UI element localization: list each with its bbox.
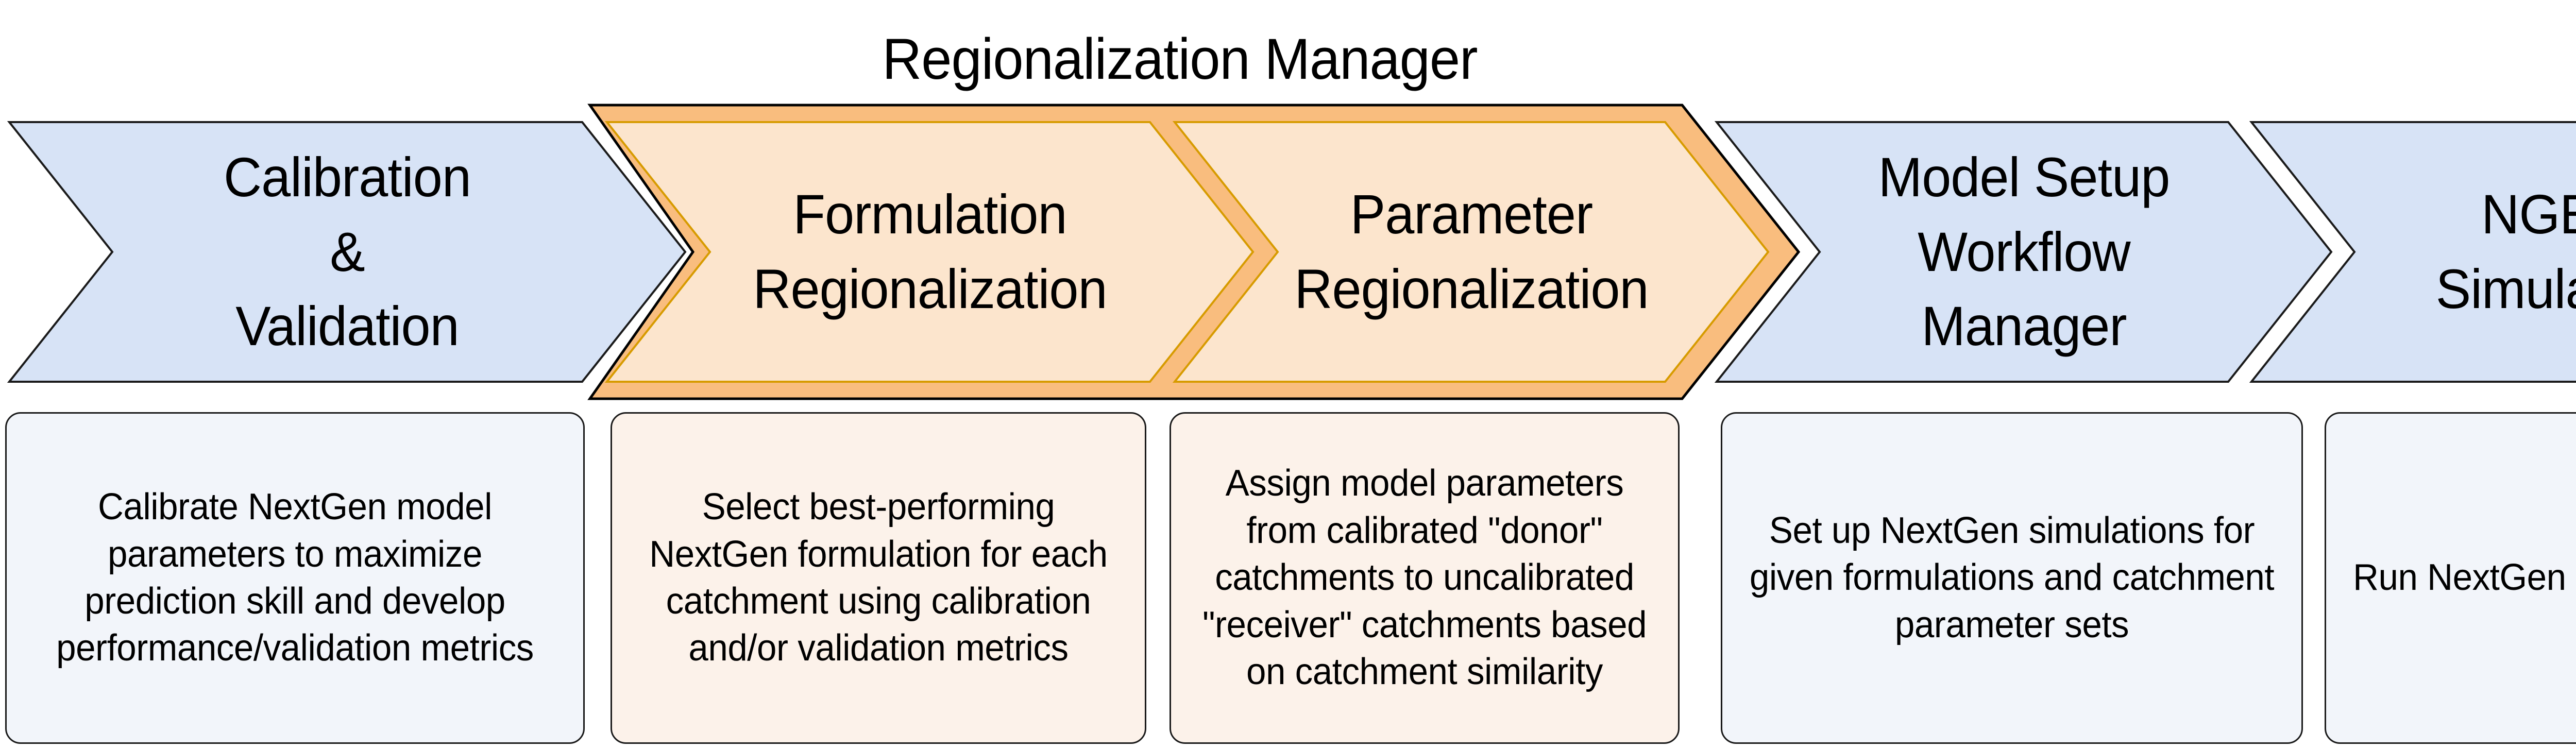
description-box-formulation-regionalization: Select best-performing NextGen formulati… xyxy=(611,412,1146,744)
stage-label-formulation-regionalization: Formulation Regionalization xyxy=(753,183,1107,320)
stage-chevron-calibration-validation xyxy=(7,121,687,383)
description-text: Run NextGen simulations xyxy=(2353,557,2576,599)
description-text: Set up NextGen simulations for given for… xyxy=(1749,509,2275,645)
stage-label-ngen-simulation: NGEN Simulation xyxy=(2435,183,2576,320)
stage-chevron-model-setup-workflow-manager xyxy=(1714,121,2333,383)
description-box-ngen-simulation: Run NextGen simulations xyxy=(2325,412,2576,744)
stage-chevron-ngen-simulation xyxy=(2249,121,2576,383)
diagram-title: Regionalization Manager xyxy=(882,26,1478,91)
stage-label-calibration-validation: Calibration & Validation xyxy=(223,145,471,358)
description-box-model-setup-workflow-manager: Set up NextGen simulations for given for… xyxy=(1721,412,2303,744)
description-box-parameter-regionalization: Assign model parameters from calibrated … xyxy=(1170,412,1680,744)
stage-chevron-parameter-regionalization xyxy=(1172,121,1770,383)
description-text: Calibrate NextGen model parameters to ma… xyxy=(56,486,534,669)
description-text: Assign model parameters from calibrated … xyxy=(1202,463,1647,693)
stage-label-parameter-regionalization: Parameter Regionalization xyxy=(1294,183,1649,320)
description-box-calibration-validation: Calibrate NextGen model parameters to ma… xyxy=(5,412,585,744)
stage-label-model-setup-workflow-manager: Model Setup Workflow Manager xyxy=(1878,145,2171,358)
stage-chevron-formulation-regionalization xyxy=(604,121,1255,383)
description-text: Select best-performing NextGen formulati… xyxy=(649,486,1108,669)
